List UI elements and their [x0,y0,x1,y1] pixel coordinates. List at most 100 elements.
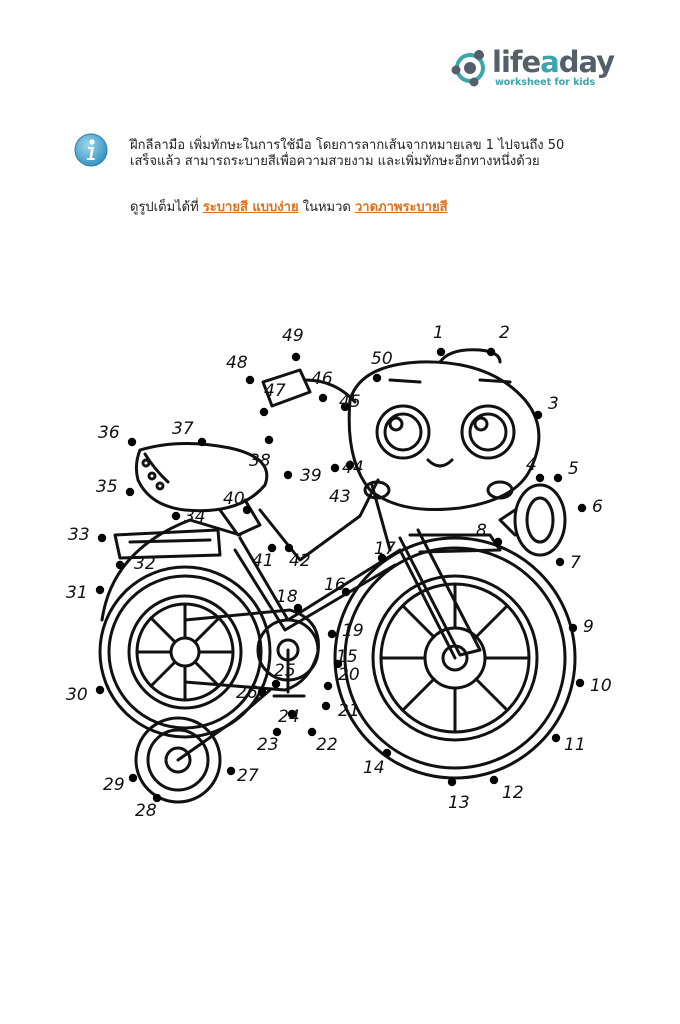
dot-2 [486,347,496,357]
dot-label-48: 48 [226,353,248,373]
logo-word-part: life [492,45,541,79]
instructions: ฝึกลีลามือ เพิ่มทักษะในการใช้มือ โดยการล… [130,138,630,170]
dot-label-28: 28 [135,801,157,821]
dot-label-20: 20 [338,665,360,685]
dot-label-22: 22 [316,735,338,755]
dot-label-11: 11 [564,735,586,755]
dot-label-8: 8 [476,521,487,541]
dot-label-14: 14 [363,758,385,778]
dot-label-40: 40 [223,489,245,509]
dot-28 [152,793,162,803]
dot-label-34: 34 [184,507,206,527]
dot-label-13: 13 [448,793,470,813]
dot-label-29: 29 [103,775,125,795]
dot-label-5: 5 [568,459,579,479]
dot-8 [493,537,503,547]
dot-label-49: 49 [282,326,304,346]
dot-19 [327,629,337,639]
dot-label-38: 38 [249,451,271,471]
dot-49 [291,352,301,362]
dot-label-33: 33 [68,525,90,545]
dot-1 [436,347,446,357]
dot-label-1: 1 [433,323,444,343]
dot-26 [257,687,267,697]
dot-label-30: 30 [66,685,88,705]
instruction-line: ฝึกลีลามือ เพิ่มทักษะในการใช้มือ โดยการล… [130,138,565,153]
dot-3 [533,410,543,420]
dot-47 [259,407,269,417]
dot-13 [447,777,457,787]
dot-label-37: 37 [172,419,194,439]
dot-41 [267,543,277,553]
dot-label-19: 19 [342,621,364,641]
dot-label-16: 16 [324,575,346,595]
dot-label-21: 21 [338,701,360,721]
dot-label-27: 27 [237,766,259,786]
link-prefix: ดูรูปเต็มได้ที่ [130,200,199,215]
dot-label-45: 45 [339,392,361,412]
dot-45 [340,402,350,412]
logo-tagline: worksheet for kids [495,77,596,88]
dot-33 [97,533,107,543]
dot-label-35: 35 [96,477,118,497]
dot-46 [318,393,328,403]
dot-22 [307,727,317,737]
dot-label-25: 25 [274,661,296,681]
dot-25 [271,679,281,689]
dot-24 [287,709,297,719]
dot-39 [283,470,293,480]
info-icon [74,133,108,167]
dot-label-4: 4 [526,455,537,475]
dot-14 [382,748,392,758]
dot-label-24: 24 [278,707,300,727]
dot-31 [95,585,105,595]
logo-wordmark: lifeaday [492,45,615,79]
dot-label-2: 2 [499,323,510,343]
lifeaday-logo[interactable]: lifeaday worksheet for kids [450,44,615,94]
dot-17 [377,553,387,563]
dot-7 [555,557,565,567]
dot-12 [489,775,499,785]
dot-label-23: 23 [257,735,279,755]
coloring-category-link[interactable]: วาดภาพระบายสี [354,200,448,215]
molecule-icon [451,50,485,87]
instruction-line: เสร็จแล้ว สามารถระบายสีเพื่อความสวยงาม แ… [130,154,540,169]
see-full-picture-line: ดูรูปเต็มได้ที่ ระบายสี แบบง่าย ในหมวด ว… [130,196,448,217]
dot-32 [115,560,125,570]
dot-label-41: 41 [252,551,274,571]
dot-30 [95,685,105,695]
dot-37 [197,437,207,447]
dot-label-18: 18 [276,587,298,607]
dot-label-42: 42 [289,551,311,571]
dot-50 [372,373,382,383]
dot-label-12: 12 [502,783,524,803]
easy-coloring-link[interactable]: ระบายสี แบบง่าย [202,200,299,215]
dot-35 [125,487,135,497]
dot-label-9: 9 [583,617,594,637]
dot-11 [551,733,561,743]
dot-label-3: 3 [548,394,559,414]
dot-42 [284,543,294,553]
dot-label-15: 15 [336,647,358,667]
dot-36 [127,437,137,447]
dot-18 [293,603,303,613]
dot-label-6: 6 [592,497,603,517]
dot-5 [553,473,563,483]
dot-label-31: 31 [66,583,88,603]
dot-label-39: 39 [300,466,322,486]
dot-38 [264,435,274,445]
dot-10 [575,678,585,688]
dot-label-36: 36 [98,423,120,443]
dot-4 [535,473,545,483]
dot-label-46: 46 [311,369,333,389]
dot-20 [323,681,333,691]
dot-34 [171,511,181,521]
dot-6 [577,503,587,513]
dot-21 [321,701,331,711]
dot-27 [226,766,236,776]
link-middle: ในหมวด [302,200,351,215]
dot-label-26: 26 [236,683,258,703]
dot-15 [333,659,343,669]
